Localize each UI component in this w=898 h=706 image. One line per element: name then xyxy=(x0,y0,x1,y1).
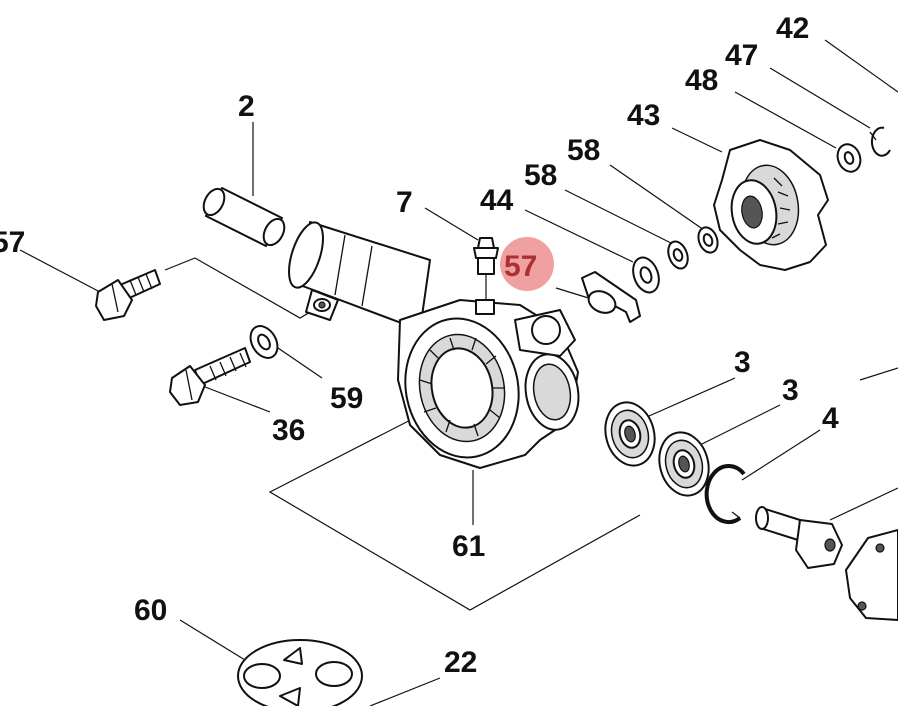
part-shaft xyxy=(755,506,843,569)
callout-36[interactable]: 36 xyxy=(272,414,305,447)
highlight-marker xyxy=(500,237,554,291)
leader-lines xyxy=(19,39,898,706)
callout-60[interactable]: 60 xyxy=(134,594,167,627)
part-washer-58c xyxy=(697,226,719,254)
part-washer-48 xyxy=(836,143,862,173)
callout-labels: 2 7 44 58 58 43 48 47 42 57 57 59 36 3 3… xyxy=(0,12,839,679)
part-circlip-4 xyxy=(704,464,746,524)
gear-housing xyxy=(288,221,580,469)
callout-2[interactable]: 2 xyxy=(238,90,255,123)
part-circlip-47 xyxy=(869,126,891,157)
callout-48[interactable]: 48 xyxy=(685,64,718,97)
callout-42[interactable]: 42 xyxy=(776,12,809,45)
callout-22[interactable]: 22 xyxy=(444,646,477,679)
part-grease-nipple xyxy=(473,237,499,300)
callout-57-highlighted[interactable]: 57 xyxy=(504,250,537,283)
callout-3-a[interactable]: 3 xyxy=(734,346,751,379)
part-bearing-a xyxy=(604,401,656,467)
part-washer-58a xyxy=(632,256,660,294)
part-bearing-b xyxy=(658,431,710,497)
callout-44[interactable]: 44 xyxy=(480,184,514,217)
callout-7[interactable]: 7 xyxy=(396,186,413,219)
callout-3-b[interactable]: 3 xyxy=(782,374,799,407)
part-washer-58b xyxy=(667,240,689,270)
callout-59[interactable]: 59 xyxy=(330,382,363,415)
part-cover xyxy=(845,529,898,621)
part-pin xyxy=(202,187,286,247)
callout-43[interactable]: 43 xyxy=(627,99,660,132)
callout-4[interactable]: 4 xyxy=(822,402,839,435)
callout-58-a[interactable]: 58 xyxy=(524,159,557,192)
callout-57-left[interactable]: 57 xyxy=(0,226,25,259)
part-bolt-lower xyxy=(169,347,251,406)
part-disc xyxy=(237,639,363,706)
callout-58-b[interactable]: 58 xyxy=(567,134,600,167)
callout-61[interactable]: 61 xyxy=(452,530,485,563)
part-washer-59 xyxy=(249,325,279,359)
part-bolt-upper xyxy=(95,269,161,321)
part-knob xyxy=(713,139,829,271)
callout-47[interactable]: 47 xyxy=(725,39,758,72)
part-clip xyxy=(581,271,641,323)
